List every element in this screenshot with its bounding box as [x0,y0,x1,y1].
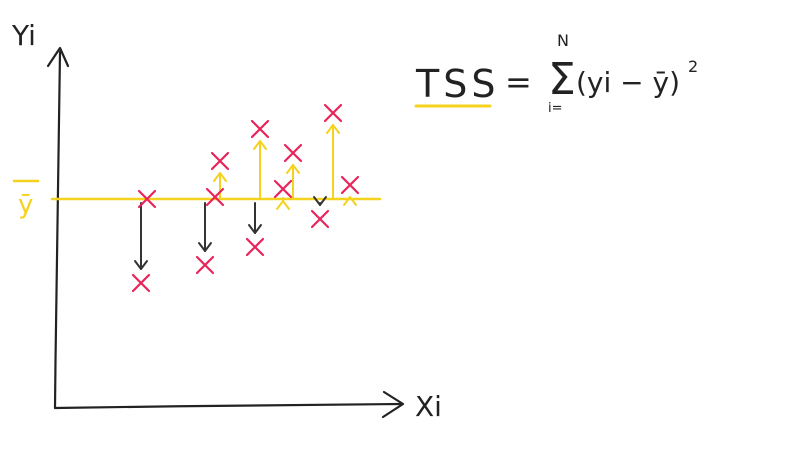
data-point-9 [310,209,330,229]
formula-sum-upper: N [557,31,569,50]
data-point-2 [195,255,215,275]
mean-label: ȳ [18,190,33,220]
data-point-3 [205,187,225,207]
deviation-arrowhead-2 [198,242,212,252]
y-axis-arrowhead [46,46,70,68]
data-point-7 [273,179,293,199]
axes [46,46,405,419]
data-point-5 [250,119,270,139]
deviation-arrowhead-10 [326,124,340,134]
deviation-arrowhead-8 [286,164,300,174]
y-axis-label: Yi [11,19,36,52]
deviation-arrows [134,124,357,270]
formula-sum: Σ [548,54,576,105]
data-point-0 [137,189,157,209]
formula-power: 2 [688,57,698,76]
data-point-4 [210,151,230,171]
data-points [131,103,360,293]
tss-formula: TSS = N Σ i= (yi − ȳ) 2 [414,31,698,116]
x-axis-line [53,402,404,410]
data-point-1 [131,273,151,293]
formula-equals: = [505,63,532,101]
deviation-arrowhead-7 [276,200,290,210]
formula-sum-lower: i= [548,101,563,116]
formula-term: (yi − ȳ) [576,66,680,99]
data-point-10 [323,103,343,123]
deviation-arrowhead-1 [134,260,148,270]
data-point-8 [283,143,303,163]
data-point-6 [245,237,265,257]
deviation-arrowhead-9 [313,196,327,206]
data-point-11 [340,175,360,195]
x-axis-arrowhead [381,390,405,419]
deviation-arrowhead-4 [213,172,227,182]
deviation-arrowhead-6 [248,224,262,234]
x-axis-label: Xi [415,390,442,423]
deviation-arrowhead-5 [253,140,267,150]
y-axis-line [53,50,62,410]
formula-lhs: TSS [415,62,499,106]
deviation-arrowhead-11 [343,196,357,206]
